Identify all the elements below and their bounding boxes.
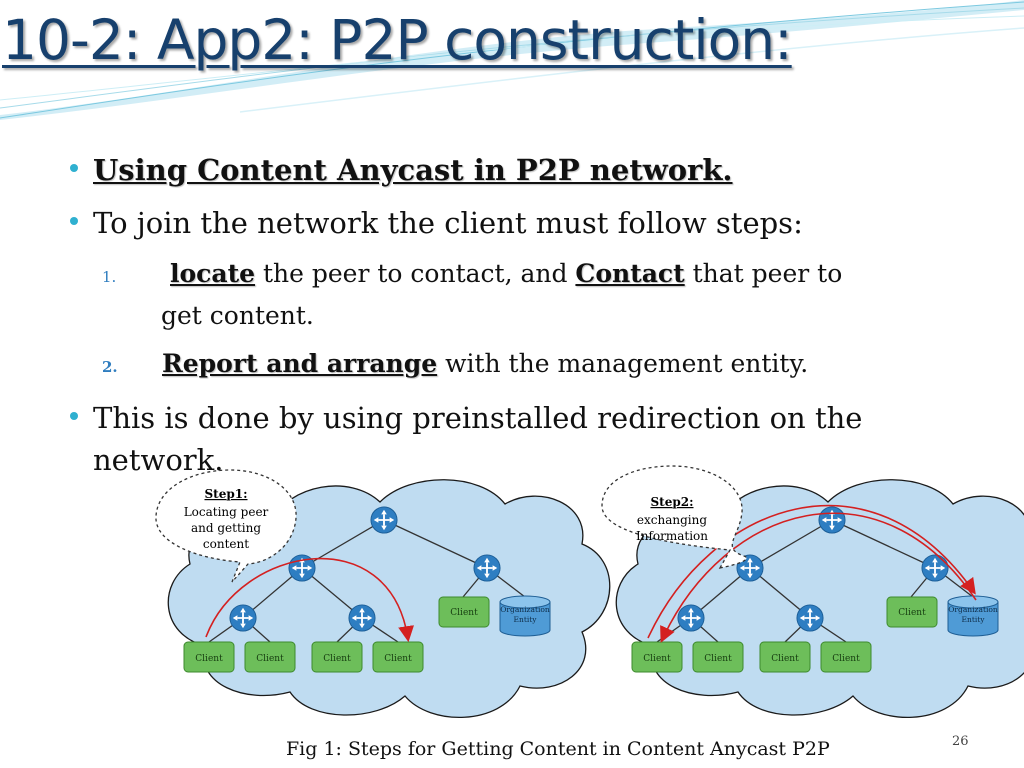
client-node: Client	[244, 641, 296, 673]
router-icon	[370, 506, 398, 534]
client-node: Client	[692, 641, 744, 673]
client-node: Client	[183, 641, 235, 673]
client-label: Client	[704, 654, 732, 664]
arrow-step2-out	[647, 504, 976, 639]
step1-keyword-locate: locate	[170, 259, 256, 288]
arrow-step1	[205, 557, 414, 643]
step2-keyword: Report and arrange	[162, 349, 438, 378]
bullet-dot	[70, 217, 78, 225]
client-label: Client	[450, 608, 478, 618]
router-icon	[229, 604, 257, 632]
bullet-dot	[70, 164, 78, 172]
bullet-dot	[70, 412, 78, 420]
bullet-text: This is done by using preinstalled redir…	[93, 401, 863, 435]
step1-text-end: that peer to	[684, 259, 843, 288]
slide-title: 10-2: App2: P2P construction:	[2, 8, 793, 72]
bubble-title: Step1:	[204, 487, 247, 501]
figure-caption: Fig 1: Steps for Getting Content in Cont…	[286, 738, 830, 760]
org-entity-label: Organization	[500, 605, 550, 614]
client-label: Client	[195, 654, 223, 664]
bullet-heading: Using Content Anycast in P2P network.	[93, 153, 733, 187]
bubble-line: Information	[636, 529, 708, 543]
bullet-text: To join the network the client must foll…	[93, 206, 803, 240]
step-number: 1.	[102, 268, 117, 286]
header-swoosh	[0, 0, 1024, 120]
router-icon	[921, 554, 949, 582]
step1-keyword-contact: Contact	[575, 259, 685, 288]
callout-bubble-right: Step2: exchanging Information	[601, 465, 748, 569]
client-label: Client	[643, 654, 671, 664]
router-icon	[796, 604, 824, 632]
network-diagram: Client Client Client Client Client Organ…	[155, 465, 1024, 719]
arrow-step2-back	[660, 512, 977, 643]
client-node: Client	[372, 641, 424, 673]
step2-text: with the management entity.	[437, 349, 809, 378]
client-label: Client	[771, 654, 799, 664]
org-entity-label: Organization	[948, 605, 998, 614]
client-label: Client	[898, 608, 926, 618]
step2-line: Report and arrange with the management e…	[162, 343, 808, 385]
client-node: Client	[311, 641, 363, 673]
database-icon: Organization Entity	[499, 595, 551, 637]
step1-line2: get content.	[161, 301, 314, 330]
client-node: Client	[759, 641, 811, 673]
client-node: Client	[820, 641, 872, 673]
bubble-line: Locating peer	[184, 505, 269, 519]
client-label: Client	[384, 654, 412, 664]
router-icon	[677, 604, 705, 632]
page-number: 26	[952, 734, 969, 749]
database-icon: Organization Entity	[947, 595, 999, 637]
bubble-line: exchanging	[637, 513, 707, 527]
router-icon	[818, 506, 846, 534]
router-icon	[348, 604, 376, 632]
client-node: Client	[631, 641, 683, 673]
client-label: Client	[832, 654, 860, 664]
client-node: Client	[886, 596, 938, 628]
client-label: Client	[323, 654, 351, 664]
bullet-text-cont: network.	[93, 443, 224, 477]
bubble-title: Step2:	[650, 495, 693, 509]
org-entity-label: Entity	[514, 615, 538, 624]
bubble-line: and getting	[191, 521, 261, 535]
step1-line1: locate the peer to contact, and Contact …	[170, 253, 842, 295]
org-entity-label: Entity	[962, 615, 986, 624]
client-label: Client	[256, 654, 284, 664]
step-number: 2.	[102, 358, 118, 376]
router-icon	[473, 554, 501, 582]
callout-bubble-left: Step1: Locating peer and getting content	[155, 469, 297, 583]
client-node: Client	[438, 596, 490, 628]
step1-text: the peer to contact, and	[255, 259, 576, 288]
bubble-line: content	[203, 537, 249, 551]
